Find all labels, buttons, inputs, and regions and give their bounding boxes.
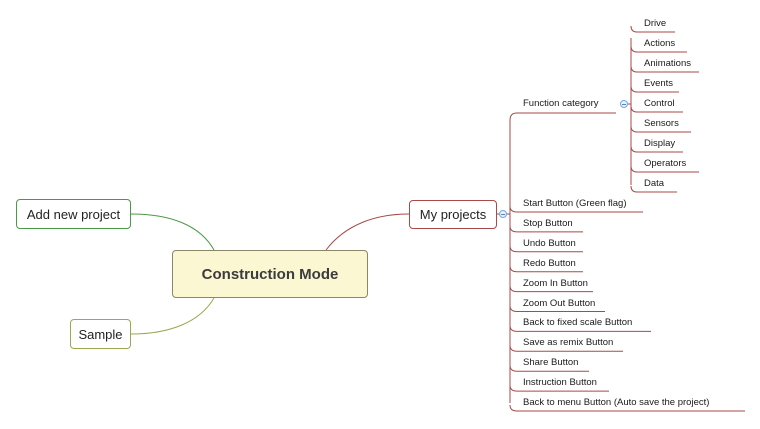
connector-category-0 bbox=[630, 25, 675, 33]
button-topic-8[interactable]: Share Button bbox=[523, 357, 579, 369]
category-data[interactable]: Data bbox=[644, 178, 665, 189]
connector-button-2 bbox=[509, 245, 583, 253]
category-events[interactable]: Events bbox=[644, 78, 674, 89]
button-topic-6[interactable]: Back to fixed scale Button bbox=[523, 317, 633, 329]
connector-function-category bbox=[509, 112, 616, 121]
connector-my-projects bbox=[325, 213, 410, 251]
connector-button-0 bbox=[509, 205, 643, 213]
category-control[interactable]: Control bbox=[644, 98, 675, 109]
button-topic-4[interactable]: Zoom In Button bbox=[523, 277, 588, 289]
connector-category-6 bbox=[630, 145, 683, 153]
button-topic-2[interactable]: Undo Button bbox=[523, 237, 576, 249]
button-topic-5[interactable]: Zoom Out Button bbox=[523, 297, 596, 309]
category-sensors[interactable]: Sensors bbox=[644, 118, 679, 129]
button-topic-9[interactable]: Instruction Button bbox=[523, 377, 597, 389]
collapse-toggle-icon[interactable] bbox=[499, 210, 507, 218]
connector-button-9 bbox=[509, 385, 609, 392]
connector-category-8 bbox=[630, 185, 677, 193]
connector-button-10 bbox=[509, 404, 745, 412]
topic-my-projects[interactable]: My projects bbox=[409, 200, 497, 229]
button-topic-3[interactable]: Redo Button bbox=[523, 257, 576, 269]
category-drive[interactable]: Drive bbox=[644, 18, 667, 29]
connector-category-7 bbox=[630, 165, 699, 173]
connector-category-4 bbox=[630, 105, 683, 113]
button-topic-7[interactable]: Save as remix Button bbox=[523, 337, 614, 349]
connector-button-1 bbox=[509, 225, 583, 233]
category-display[interactable]: Display bbox=[644, 138, 676, 149]
connector-button-4 bbox=[509, 285, 593, 293]
central-topic[interactable]: Construction Mode bbox=[172, 250, 368, 298]
connector-sample bbox=[130, 297, 215, 335]
collapse-toggle-icon[interactable] bbox=[620, 100, 628, 108]
connector-button-8 bbox=[509, 365, 589, 372]
connector-category-3 bbox=[630, 85, 679, 93]
connector-button-3 bbox=[509, 265, 583, 273]
connector-button-6 bbox=[509, 325, 651, 332]
topic-function-category[interactable]: Function category bbox=[523, 98, 599, 109]
connector-category-2 bbox=[630, 65, 699, 73]
category-operators[interactable]: Operators bbox=[644, 158, 687, 169]
category-actions[interactable]: Actions bbox=[644, 38, 676, 49]
button-topic-10[interactable]: Back to menu Button (Auto save the proje… bbox=[523, 397, 710, 408]
topic-add-new-project[interactable]: Add new project bbox=[16, 199, 131, 229]
button-topic-0[interactable]: Start Button (Green flag) bbox=[523, 198, 627, 209]
button-topic-1[interactable]: Stop Button bbox=[523, 217, 573, 229]
connector-category-5 bbox=[630, 125, 691, 133]
connector-category-1 bbox=[630, 45, 687, 53]
topic-sample[interactable]: Sample bbox=[70, 319, 131, 349]
connector-button-7 bbox=[509, 345, 623, 352]
connector-add-new-project bbox=[130, 213, 215, 251]
connector-button-5 bbox=[509, 305, 605, 312]
category-animations[interactable]: Animations bbox=[644, 58, 691, 69]
